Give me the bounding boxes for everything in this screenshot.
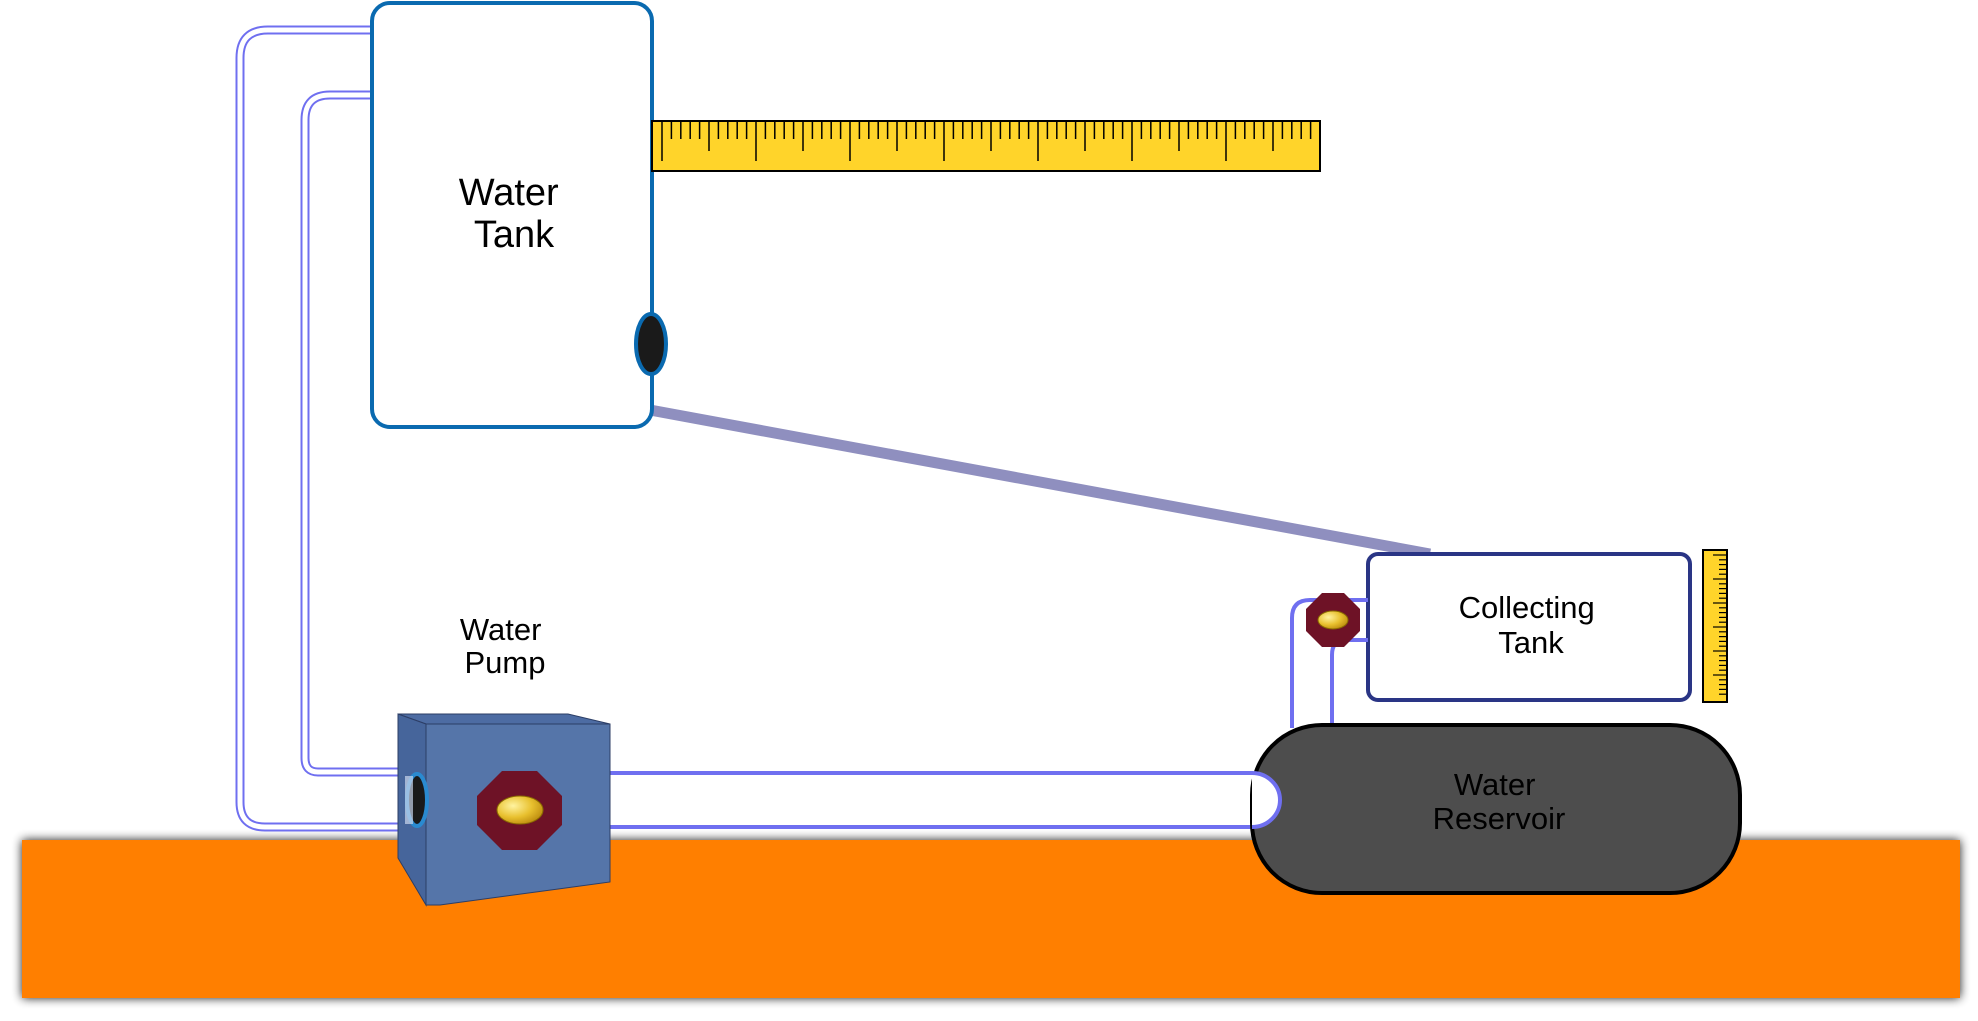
water-pump-label: Water Pump bbox=[460, 612, 550, 680]
pump-to-reservoir-pipe bbox=[608, 771, 1275, 829]
water-reservoir-label: Water Reservoir bbox=[1433, 767, 1566, 836]
reservoir-inlet bbox=[1251, 771, 1282, 829]
collecting-tank bbox=[1366, 552, 1692, 702]
inner-return-pipe bbox=[300, 90, 414, 777]
diagonal-drain-pipe bbox=[649, 404, 1431, 560]
collecting-tank-ruler bbox=[1702, 549, 1728, 703]
pump-valve bbox=[477, 771, 562, 850]
water-tank bbox=[370, 1, 654, 429]
outer-return-pipe bbox=[235, 25, 414, 832]
water-tank-ruler bbox=[651, 120, 1321, 172]
collecting-tank-valve bbox=[1306, 593, 1360, 647]
water-tank-label: Water Tank bbox=[459, 172, 570, 256]
collecting-tank-label: Collecting Tank bbox=[1459, 590, 1604, 660]
water-tank-drain-plug bbox=[634, 312, 668, 376]
